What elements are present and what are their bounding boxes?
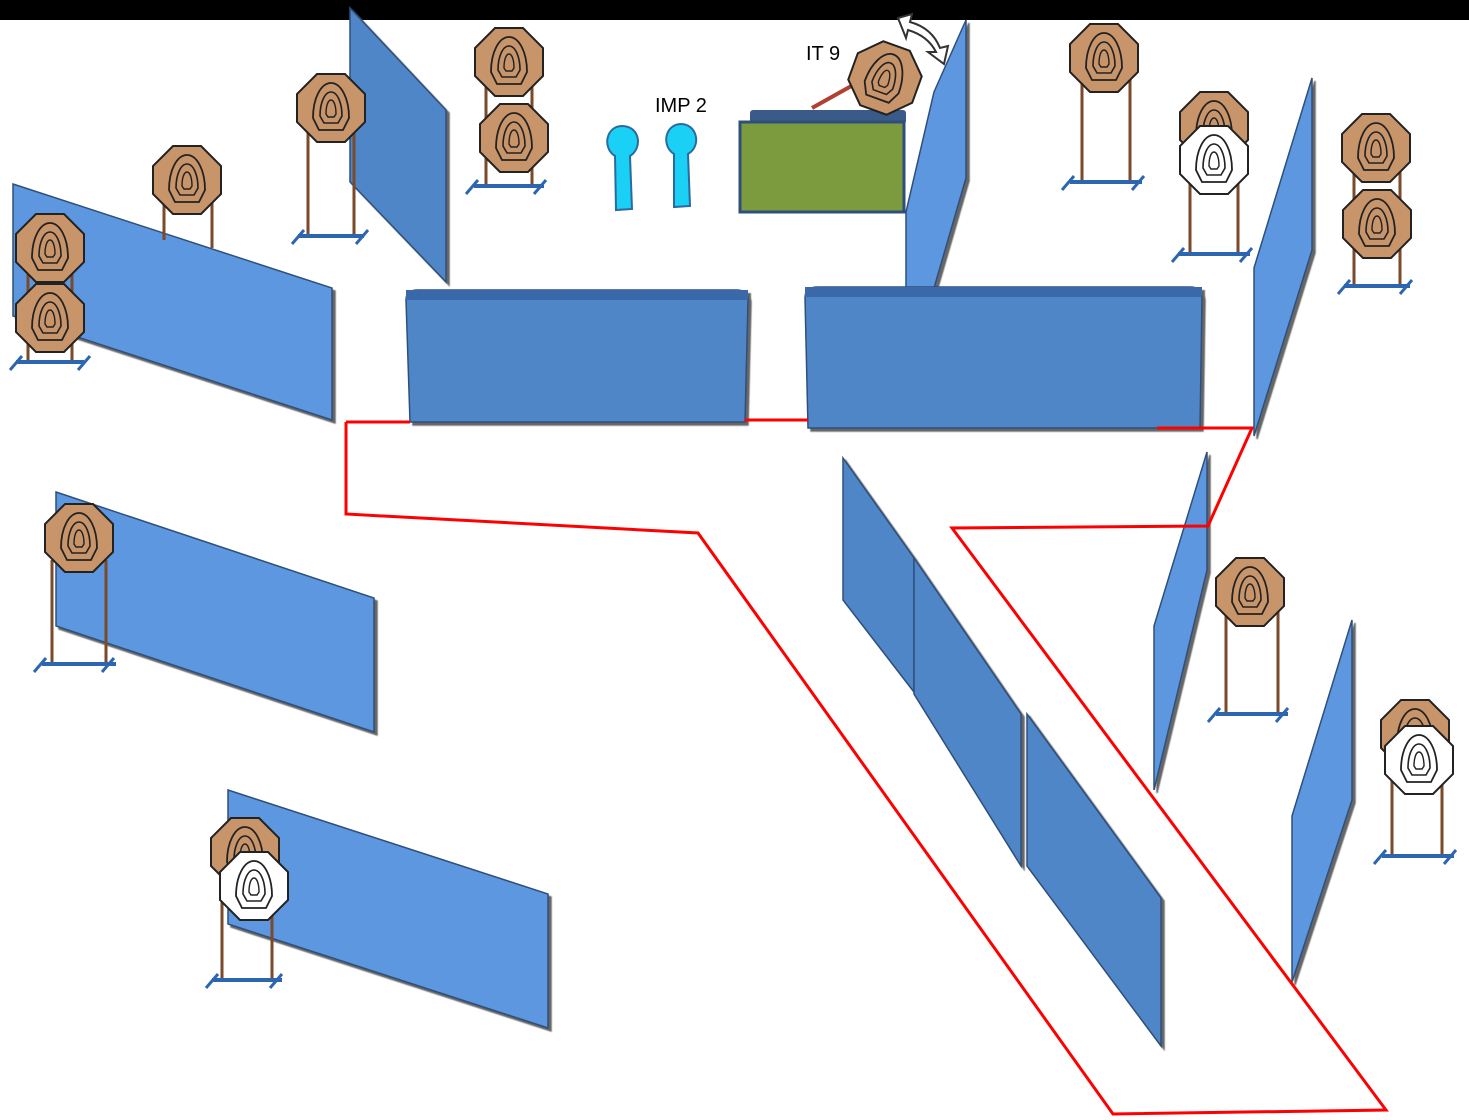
top-bar <box>0 0 1469 20</box>
poppers <box>606 122 698 212</box>
target-stand <box>1206 610 1290 723</box>
no-shoot-target-icon <box>1179 125 1249 195</box>
rotate-arrow-icon <box>896 12 950 66</box>
target-stand <box>32 560 116 673</box>
popper-icon <box>665 122 698 209</box>
target-stand <box>162 200 214 248</box>
targets <box>8 23 1458 989</box>
wall-mid-left <box>55 490 375 734</box>
barricade-right-top <box>805 287 1202 297</box>
wall-diagonal-3 <box>1026 711 1162 1049</box>
target-stand <box>1060 70 1146 191</box>
barricade-left-top <box>406 290 748 300</box>
octagon-target-icon <box>15 213 85 283</box>
target-stand <box>290 120 370 245</box>
octagon-target-icon <box>479 103 549 173</box>
moving-target-assembly <box>738 12 950 214</box>
wall-top-left <box>12 182 333 422</box>
octagon-target-icon <box>15 283 85 353</box>
octagon-target-icon <box>1341 113 1411 183</box>
octagon-target-icon <box>44 503 114 573</box>
activator-label: IMP 2 <box>655 95 707 117</box>
barricade-left <box>405 289 749 423</box>
popper-icon <box>606 124 639 212</box>
moving-target-label: IT 9 <box>806 43 840 65</box>
wall-diagonal-1 <box>842 455 915 695</box>
fault-line <box>344 418 1389 1116</box>
wall-diagonal-2 <box>913 555 1022 869</box>
octagon-target-icon <box>152 145 222 215</box>
wall-top-center-angled <box>349 6 447 284</box>
no-shoot-target-icon <box>1384 725 1454 795</box>
wall-right-mid <box>1153 451 1208 791</box>
wall-right-upper <box>1253 77 1313 437</box>
barricade-right <box>804 286 1203 429</box>
target-stand <box>1372 770 1458 865</box>
octagon-target-icon <box>474 27 544 97</box>
no-shoot-target-icon <box>219 851 289 921</box>
octagon-target-icon <box>1069 23 1139 93</box>
mover-target-icon <box>840 33 930 123</box>
octagon-target-icon <box>296 73 366 143</box>
octagon-target-icon <box>1342 189 1412 259</box>
octagon-target-icon <box>1215 557 1285 627</box>
mover-panel <box>738 120 906 214</box>
wall-right-lower <box>1291 619 1353 983</box>
walls <box>12 6 1353 1049</box>
